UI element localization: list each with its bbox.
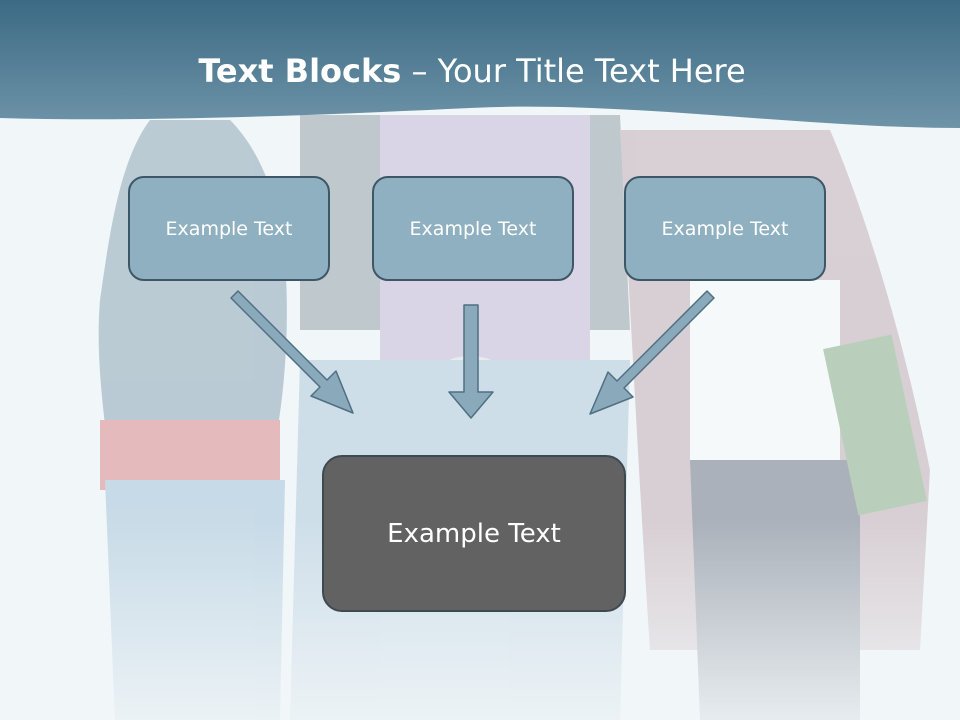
text-block-center-label: Example Text xyxy=(409,217,537,240)
text-block-main[interactable]: Example Text xyxy=(322,455,626,612)
text-block-main-label: Example Text xyxy=(387,518,561,549)
text-block-right[interactable]: Example Text xyxy=(624,176,826,281)
arrow-left xyxy=(230,290,354,414)
arrow-right xyxy=(589,290,715,415)
text-block-center[interactable]: Example Text xyxy=(372,176,574,281)
arrow-center xyxy=(448,304,494,419)
title-rest: – Your Title Text Here xyxy=(401,52,746,90)
title-bold: Text Blocks xyxy=(198,52,402,90)
slide-title: Text Blocks – Your Title Text Here xyxy=(0,52,944,90)
text-block-left[interactable]: Example Text xyxy=(128,176,330,281)
text-block-right-label: Example Text xyxy=(661,217,789,240)
text-block-left-label: Example Text xyxy=(165,217,293,240)
